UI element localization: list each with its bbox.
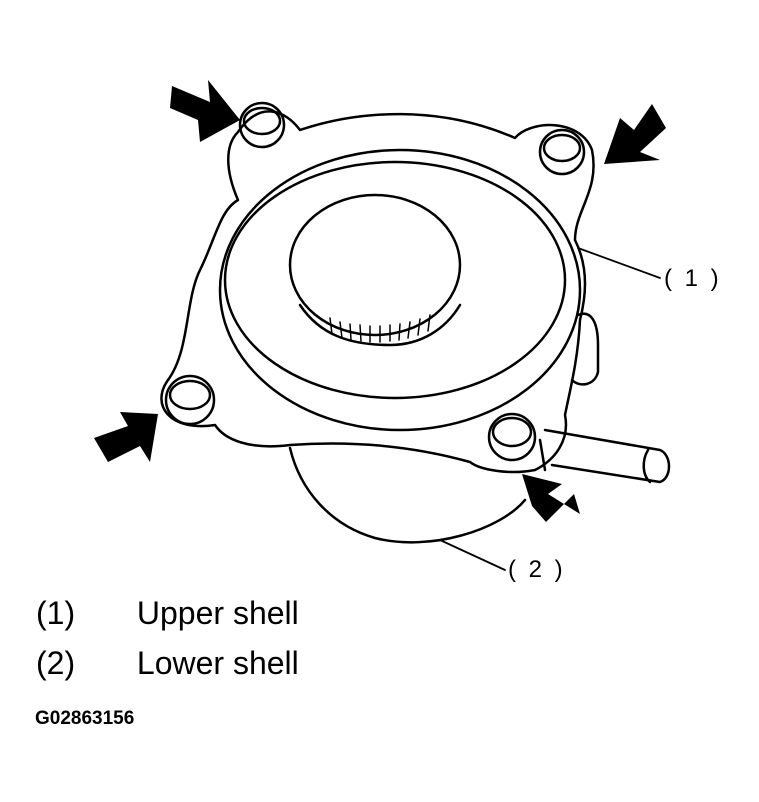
legend-number: (2): [36, 645, 76, 681]
legend-label: Upper shell: [136, 595, 299, 631]
bolt-icon: [538, 128, 586, 176]
lower-shell: [288, 438, 547, 544]
upper-shell: [160, 110, 671, 484]
arrow-icon: [170, 80, 240, 142]
legend-row-1: (1) Upper shell: [36, 595, 299, 632]
arrow-icon: [604, 104, 666, 164]
arrow-icon: [522, 474, 580, 522]
arrow-icon: [94, 412, 158, 462]
bolt-icon: [238, 101, 286, 149]
legend-label: Lower shell: [136, 645, 299, 681]
bolt-icon: [487, 412, 537, 462]
legend-number: (1): [36, 595, 76, 631]
figure-id: G02863156: [35, 708, 135, 729]
legend-row-2: (2) Lower shell: [36, 645, 299, 682]
callout-label-1: ( 1 ): [664, 265, 722, 292]
leader-line-2: [439, 539, 506, 571]
bolt-icon: [164, 374, 216, 426]
pump-shell-diagram: [94, 80, 671, 571]
callout-label-2: ( 2 ): [508, 556, 566, 583]
leader-line-1: [577, 247, 661, 279]
